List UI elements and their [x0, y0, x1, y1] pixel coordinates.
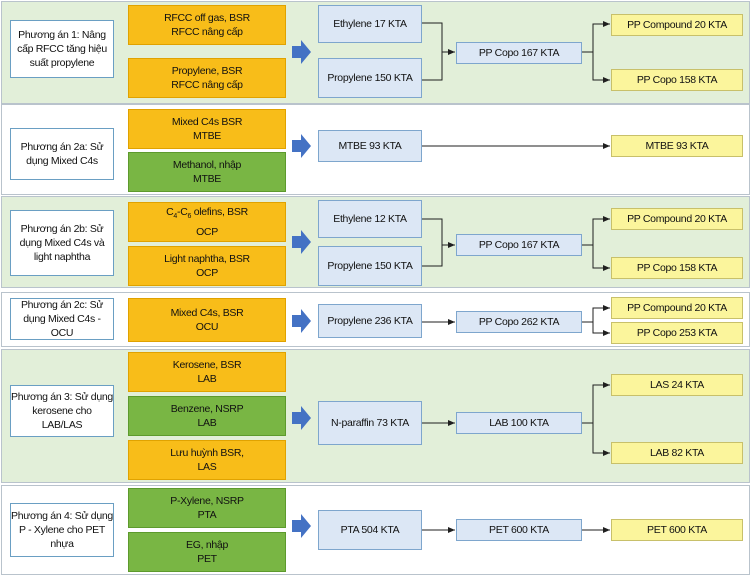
pa3-label: Phương án 3: Sử dụng kerosene cho LAB/LA… — [10, 385, 114, 437]
pa1-input-1-line1: RFCC off gas, BSR — [164, 12, 250, 24]
pa2b-pp-copo: PP Copo 167 KTA — [456, 234, 582, 256]
pa4-label: Phương án 4: Sử dụng P - Xylene cho PET … — [10, 503, 114, 557]
flow-arrow-pa3 — [292, 406, 311, 430]
pa2b-label: Phương án 2b: Sử dụng Mixed C4s và light… — [10, 210, 114, 276]
pa2c-pp-copo: PP Copo 262 KTA — [456, 311, 582, 333]
pa2a-input-1: Mixed C4s BSR MTBE — [128, 109, 286, 149]
pa2b-input-1: C4-C6 olefins, BSR OCP — [128, 202, 286, 242]
pa4-input-1-line2: PTA — [197, 509, 217, 521]
pa2c-input-1-line2: OCU — [195, 321, 219, 333]
flow-arrow-pa2b — [292, 230, 311, 254]
pa2b-ethylene: Ethylene 12 KTA — [318, 200, 422, 238]
pa3-input-2-line2: LAB — [197, 417, 217, 429]
pa3-input-3-line2: LAS — [197, 461, 217, 473]
pa4-input-2-line1: EG, nhập — [186, 539, 228, 551]
flow-arrow-pa4 — [292, 514, 311, 538]
pa2a-input-2-line1: Methanol, nhập — [172, 159, 242, 171]
pa2a-input-2-line2: MTBE — [193, 173, 221, 185]
pa2c-propylene: Propylene 236 KTA — [318, 304, 422, 338]
pa4-input-2: EG, nhập PET — [128, 532, 286, 572]
pa2c-pp-compound: PP Compound 20 KTA — [611, 297, 743, 319]
pa1-input-2-line1: Propylene, BSR — [171, 65, 243, 77]
pa2c-input-1: Mixed C4s, BSR OCU — [128, 298, 286, 342]
pa1-input-1: RFCC off gas, BSR RFCC nâng cấp — [128, 5, 286, 45]
pa2b-input-2: Light naphtha, BSR OCP — [128, 246, 286, 286]
flow-arrow-pa2a — [292, 134, 311, 158]
pa1-input-1-line2: RFCC nâng cấp — [171, 26, 243, 38]
pa2c-input-1-line1: Mixed C4s, BSR — [170, 307, 244, 319]
pa3-input-1: Kerosene, BSR LAB — [128, 352, 286, 392]
pa3-input-2: Benzene, NSRP LAB — [128, 396, 286, 436]
pa2b-input-2-line2: OCP — [196, 267, 218, 279]
pa2b-pp-compound: PP Compound 20 KTA — [611, 208, 743, 230]
pa2a-input-1-line2: MTBE — [193, 130, 221, 142]
pa1-pp-copo: PP Copo 167 KTA — [456, 42, 582, 64]
pa3-input-1-line1: Kerosene, BSR — [172, 359, 242, 371]
pa3-input-3: Lưu huỳnh BSR, LAS — [128, 440, 286, 480]
pa2a-input-2: Methanol, nhập MTBE — [128, 152, 286, 192]
pa2b-input-2-line1: Light naphtha, BSR — [164, 253, 250, 265]
pa1-pp-compound: PP Compound 20 KTA — [611, 14, 743, 36]
pa3-lab-out: LAB 82 KTA — [611, 442, 743, 464]
pa2c-pp-copo-out: PP Copo 253 KTA — [611, 322, 743, 344]
pa4-pta: PTA 504 KTA — [318, 510, 422, 550]
pa2b-input-1-line1: C4-C6 olefins, BSR — [166, 206, 248, 221]
pa1-input-2-line2: RFCC nâng cấp — [171, 79, 243, 91]
pa4-input-2-line2: PET — [197, 553, 217, 565]
pa3-input-3-line1: Lưu huỳnh BSR, — [170, 447, 244, 459]
flow-arrow-pa2c — [292, 309, 311, 333]
pa4-pet: PET 600 KTA — [456, 519, 582, 541]
pa2b-input-1-line2: OCP — [196, 225, 218, 238]
pa1-propylene: Propylene 150 KTA — [318, 58, 422, 98]
pa2b-pp-copo-out: PP Copo 158 KTA — [611, 257, 743, 279]
pa2a-mtbe: MTBE 93 KTA — [318, 130, 422, 162]
pa3-las-out: LAS 24 KTA — [611, 374, 743, 396]
pa2b-propylene: Propylene 150 KTA — [318, 246, 422, 286]
pa4-input-1: P-Xylene, NSRP PTA — [128, 488, 286, 528]
pa1-label: Phương án 1: Nâng cấp RFCC tăng hiệu suấ… — [10, 20, 114, 78]
pa3-input-1-line2: LAB — [197, 373, 217, 385]
pa3-n-paraffin: N-paraffin 73 KTA — [318, 401, 422, 445]
pa2a-input-1-line1: Mixed C4s BSR — [171, 116, 243, 128]
flow-arrow-pa1 — [292, 40, 311, 64]
pa1-pp-copo-out: PP Copo 158 KTA — [611, 69, 743, 91]
pa2a-mtbe-out: MTBE 93 KTA — [611, 135, 743, 157]
pa2c-label: Phương án 2c: Sử dụng Mixed C4s - OCU — [10, 298, 114, 340]
pa2a-label: Phương án 2a: Sử dụng Mixed C4s — [10, 128, 114, 180]
pa1-ethylene: Ethylene 17 KTA — [318, 5, 422, 43]
pa1-input-2: Propylene, BSR RFCC nâng cấp — [128, 58, 286, 98]
pa3-input-2-line1: Benzene, NSRP — [170, 403, 244, 415]
pa4-pet-out: PET 600 KTA — [611, 519, 743, 541]
pa4-input-1-line1: P-Xylene, NSRP — [170, 495, 244, 507]
pa3-lab: LAB 100 KTA — [456, 412, 582, 434]
